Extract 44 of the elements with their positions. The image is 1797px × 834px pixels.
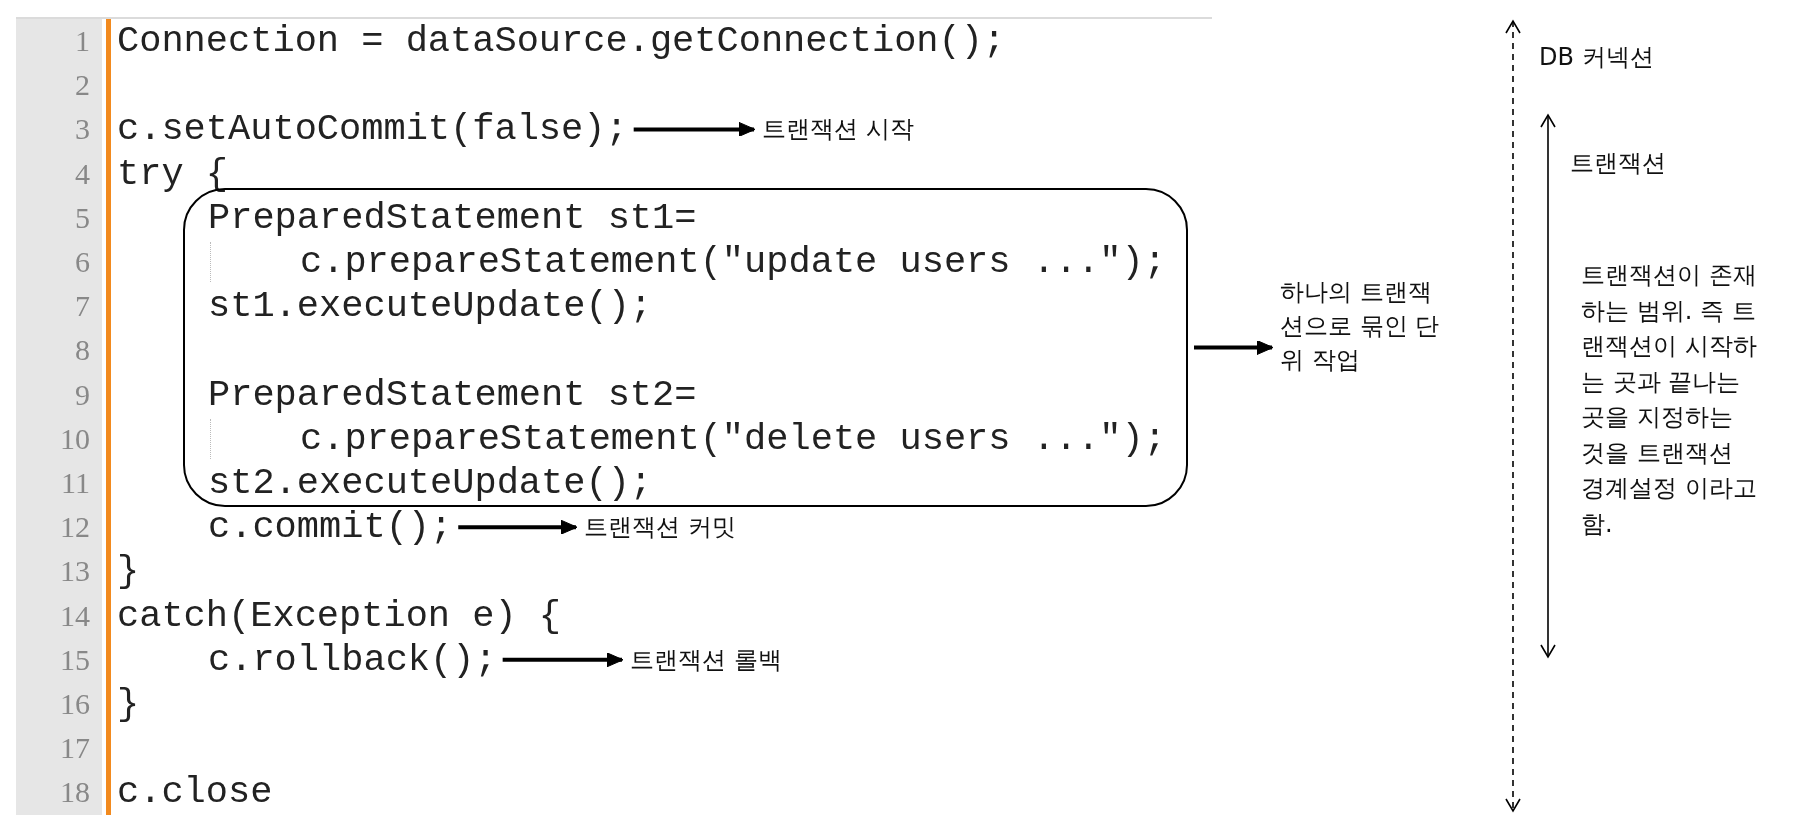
span-label: DB 커넥션 bbox=[1539, 42, 1654, 73]
line-number: 4 bbox=[74, 155, 90, 192]
arrow bbox=[458, 519, 578, 535]
line-number: 7 bbox=[74, 288, 90, 325]
line-number: 16 bbox=[59, 686, 90, 722]
line-number: 11 bbox=[60, 465, 90, 501]
code-line: } bbox=[117, 549, 140, 594]
code-line: c.close bbox=[117, 770, 273, 815]
annotation-text: 트랜잭션 커밋 bbox=[584, 510, 736, 545]
code-line: try { bbox=[117, 151, 229, 196]
annotation-text: 트랜잭션 롤백 bbox=[630, 642, 782, 677]
annotation-text: 트랜잭션 시작 bbox=[762, 112, 914, 147]
code-line: st1.executeUpdate(); bbox=[208, 284, 653, 329]
arrow bbox=[502, 652, 624, 668]
code-line: c.rollback(); bbox=[208, 637, 497, 682]
line-number: 17 bbox=[59, 730, 90, 767]
code-line: PreparedStatement st2= bbox=[208, 372, 697, 417]
line-number: 14 bbox=[59, 597, 90, 634]
code-line: c.prepareStatement("update users ..."); bbox=[300, 240, 1166, 284]
code-line: PreparedStatement st1= bbox=[208, 195, 697, 240]
line-number: 12 bbox=[59, 509, 90, 546]
line-number: 5 bbox=[74, 199, 90, 236]
arrow bbox=[633, 121, 756, 137]
line-number: 2 bbox=[74, 67, 90, 104]
code-line: c.prepareStatement("delete users ..."); bbox=[300, 416, 1166, 461]
line-number: 3 bbox=[74, 111, 90, 148]
line-number: 9 bbox=[74, 376, 90, 413]
line-number: 15 bbox=[59, 641, 90, 678]
annotation-text: 하나의 트랜잭션으로 묶인 단위 작업 bbox=[1280, 275, 1452, 377]
annotation-text: 트랜잭션이 존재하는 범위. 즉 트랜잭션이 시작하는 곳과 끝나는 곳을 지정하는 것을 트랜잭션 경계설정 이라고 함. bbox=[1581, 260, 1758, 540]
code-line: st2.executeUpdate(); bbox=[208, 461, 653, 505]
line-number: 8 bbox=[74, 332, 90, 369]
line-number: 10 bbox=[59, 420, 90, 457]
code-line: c.setAutoCommit(false); bbox=[117, 107, 628, 152]
code-line: Connection = dataSource.getConnection(); bbox=[117, 19, 1006, 63]
line-number: 6 bbox=[74, 244, 90, 280]
arrow bbox=[1194, 340, 1274, 355]
line-number: 18 bbox=[59, 774, 90, 811]
code-line: catch(Exception e) { bbox=[117, 593, 562, 638]
code-line: c.commit(); bbox=[208, 505, 453, 550]
line-number: 1 bbox=[74, 23, 90, 59]
line-number: 13 bbox=[59, 553, 90, 590]
code-line: } bbox=[117, 682, 140, 726]
span-label: 트랜잭션 bbox=[1570, 148, 1666, 179]
